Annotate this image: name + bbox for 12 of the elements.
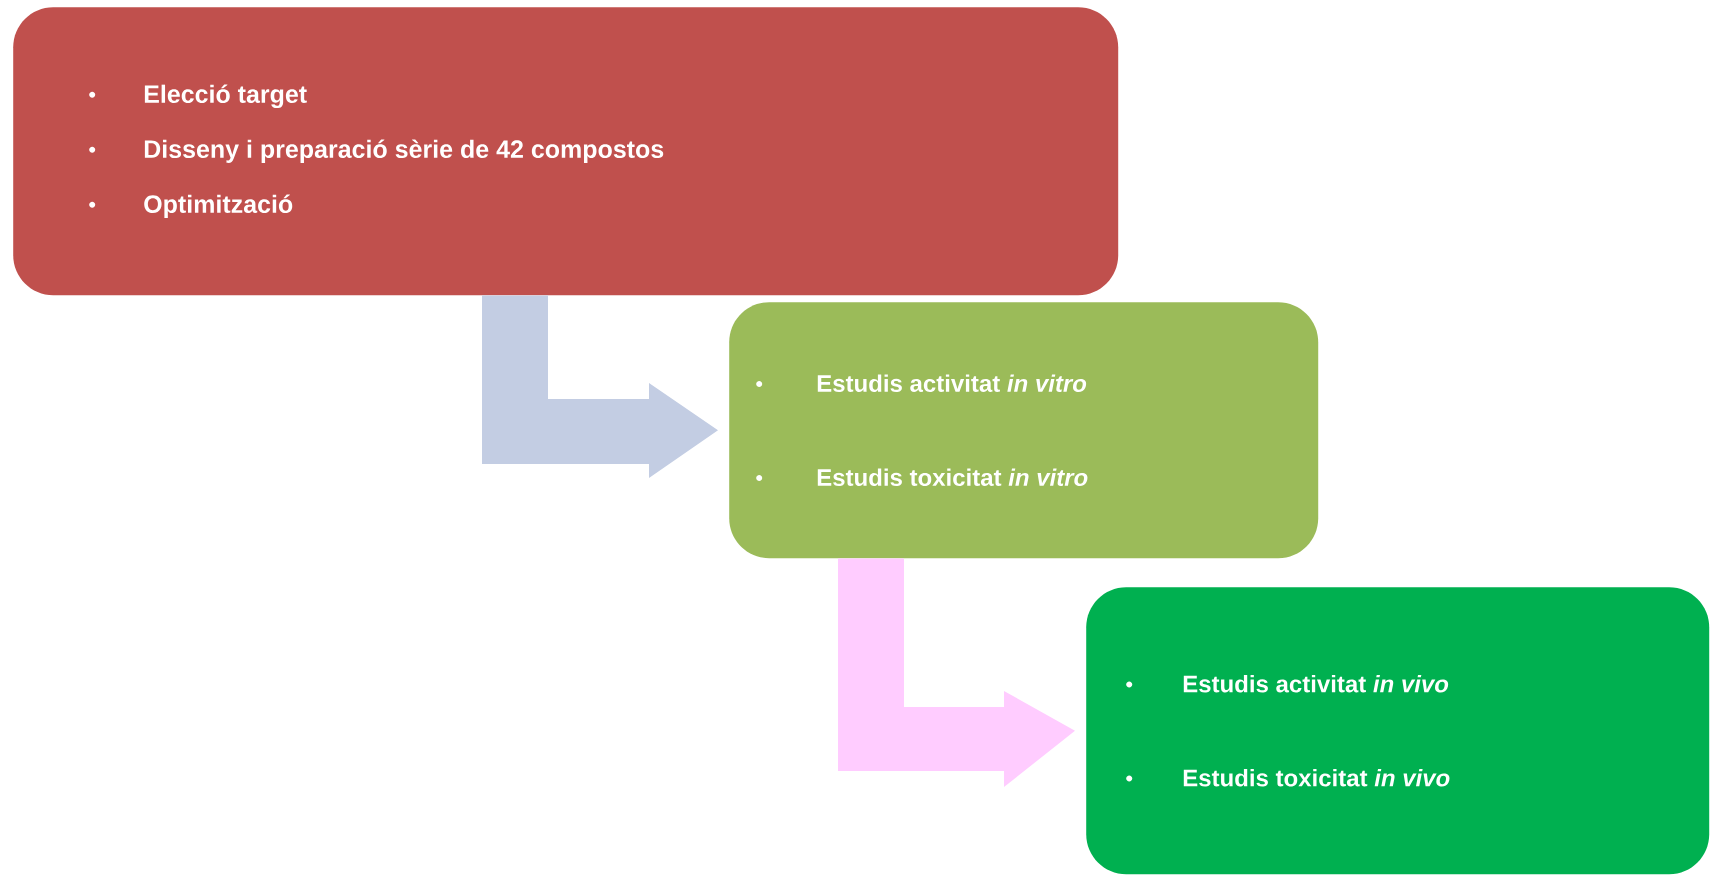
process-box <box>729 302 1319 559</box>
process-box <box>13 7 1119 296</box>
list-item: Estudis activitat in vivo <box>1183 674 1449 693</box>
elbow-arrow <box>482 295 718 478</box>
list-item: Estudis toxicitat in vitro <box>817 468 1088 486</box>
list-item: Elecció target <box>144 84 307 109</box>
list-item: Estudis activitat in vitro <box>817 374 1087 392</box>
process-box <box>1086 587 1710 875</box>
list-item: Disseny i preparació sèrie de 42 compostos <box>144 139 664 163</box>
elbow-arrow <box>838 558 1075 787</box>
list-item: Estudis toxicitat in vivo <box>1183 768 1450 787</box>
list-item: Optimització <box>144 194 293 218</box>
